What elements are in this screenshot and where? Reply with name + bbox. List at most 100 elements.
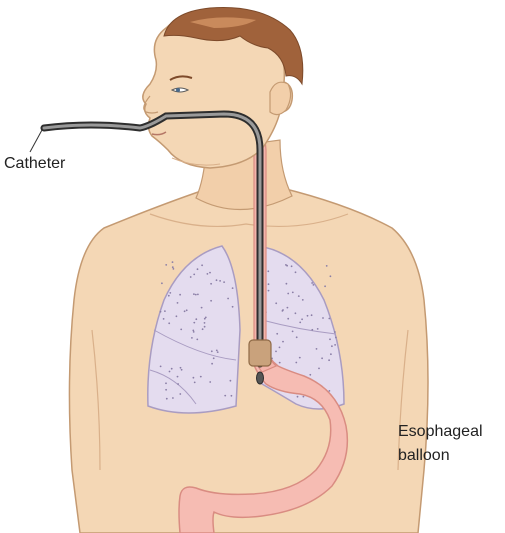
lung-dot xyxy=(201,307,203,309)
lung-dot xyxy=(216,279,218,281)
lung-dot xyxy=(195,318,197,320)
lung-dot xyxy=(330,353,332,355)
lung-dot xyxy=(186,309,188,311)
lung-dot xyxy=(193,322,195,324)
lung-dot xyxy=(191,337,193,339)
lung-dot xyxy=(334,331,336,333)
lung-dot xyxy=(163,318,165,320)
lung-dot xyxy=(326,265,328,267)
lung-dot xyxy=(201,264,203,266)
lung-dot xyxy=(299,322,301,324)
lung-dot xyxy=(223,281,225,283)
lung-dot xyxy=(216,350,218,352)
lung-dot xyxy=(193,377,195,379)
lung-dot xyxy=(322,317,324,319)
lung-dot xyxy=(219,280,221,282)
lung-dot xyxy=(296,336,298,338)
lung-dot xyxy=(211,350,213,352)
lung-dot xyxy=(276,333,278,335)
lung-dot xyxy=(328,359,330,361)
lung-dot xyxy=(268,283,270,285)
esophageal-balloon-label-line1: Esophageal xyxy=(398,423,483,440)
lung-dot xyxy=(231,395,233,397)
lung-dot xyxy=(227,298,229,300)
lung-dot xyxy=(161,282,163,284)
lung-dot xyxy=(311,329,313,331)
lung-dot xyxy=(169,292,171,294)
lung-dot xyxy=(172,261,174,263)
torso xyxy=(69,140,428,533)
lung-dot xyxy=(286,265,288,267)
lung-dot xyxy=(295,362,297,364)
lung-dot xyxy=(172,266,174,268)
lung-dot xyxy=(282,309,284,311)
lung-dot xyxy=(318,368,320,370)
lung-dot xyxy=(202,328,204,330)
lung-dot xyxy=(232,287,234,289)
lung-dot xyxy=(176,315,178,317)
lung-dot xyxy=(316,348,318,350)
catheter-label: Catheter xyxy=(4,155,66,172)
lung-dot xyxy=(287,307,289,309)
lung-dot xyxy=(180,367,182,369)
lung-dot xyxy=(210,283,212,285)
lung-dot xyxy=(268,290,270,292)
lung-dot xyxy=(177,302,179,304)
lung-dot xyxy=(232,306,234,308)
lung-dot xyxy=(196,339,198,341)
lung-dot xyxy=(311,282,313,284)
lung-dot xyxy=(210,300,212,302)
lung-dot xyxy=(211,363,213,365)
lung-dot xyxy=(292,331,294,333)
lung-dot xyxy=(168,322,170,324)
lung-dot xyxy=(324,285,326,287)
lung-dot xyxy=(204,326,206,328)
lung-dot xyxy=(329,338,331,340)
lung-dot xyxy=(313,284,315,286)
lung-dot xyxy=(164,310,166,312)
lung-dot xyxy=(179,393,181,395)
lung-dot xyxy=(224,395,226,397)
lung-dot xyxy=(165,389,167,391)
lung-dot xyxy=(292,292,294,294)
lung-dot xyxy=(291,265,293,267)
lung-dot xyxy=(287,318,289,320)
lung-dot xyxy=(275,302,277,304)
lung-dot xyxy=(169,371,171,373)
lung-dot xyxy=(173,268,175,270)
lung-dot xyxy=(302,299,304,301)
lung-dot xyxy=(204,322,206,324)
lung-dot xyxy=(197,294,199,296)
lung-dot xyxy=(279,347,281,349)
lung-dot xyxy=(331,345,333,347)
lung-dot xyxy=(330,275,332,277)
lung-dot xyxy=(184,310,186,312)
lung-dot xyxy=(328,318,330,320)
lung-dot xyxy=(209,381,211,383)
lung-dot xyxy=(298,295,300,297)
lung-dot xyxy=(303,396,305,398)
lung-dot xyxy=(307,315,309,317)
lung-dot xyxy=(179,294,181,296)
lung-dot xyxy=(205,317,207,319)
lung-dot xyxy=(209,272,211,274)
esophageal-balloon-label-line2: balloon xyxy=(398,447,450,464)
lung-dot xyxy=(334,344,336,346)
lung-dot xyxy=(301,318,303,320)
iris xyxy=(176,88,180,92)
lung-dot xyxy=(287,293,289,295)
lung-dot xyxy=(200,376,202,378)
lung-dot xyxy=(190,276,192,278)
lung-dot xyxy=(295,312,297,314)
lung-dot xyxy=(230,380,232,382)
lung-dot xyxy=(197,268,199,270)
lung-dot xyxy=(207,273,209,275)
catheter-tip xyxy=(257,372,264,384)
esophageal-balloon xyxy=(249,340,271,366)
lung-dot xyxy=(267,270,269,272)
lung-dot xyxy=(275,351,277,353)
catheter-leader-line xyxy=(30,130,42,152)
lung-dot xyxy=(177,376,179,378)
lung-dot xyxy=(217,351,219,353)
